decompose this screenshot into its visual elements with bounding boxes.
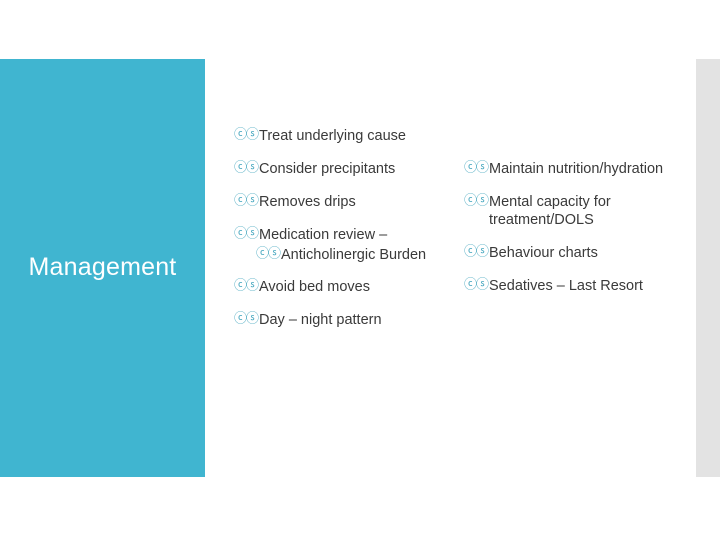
floral-bullet-icon: ⓒⓢ [464,277,489,293]
floral-bullet-icon: ⓒⓢ [464,160,489,176]
floral-bullet-icon: ⓒⓢ [234,160,259,176]
list-item: ⓒⓢ Consider precipitants [234,160,439,179]
floral-bullet-icon: ⓒⓢ [256,246,281,262]
list-item: ⓒⓢ Treat underlying cause [234,128,439,146]
page-title: Management [28,253,177,282]
list-item: ⓒⓢ Mental capacity for treatment/DOLS [464,193,664,230]
list-item-label: Behaviour charts [489,244,598,261]
floral-bullet-icon: ⓒⓢ [234,311,259,327]
list-item-label: Sedatives – Last Resort [489,277,643,294]
floral-bullet-icon: ⓒⓢ [234,278,259,294]
floral-bullet-icon: ⓒⓢ [234,127,259,143]
list-item-label: Avoid bed moves [259,278,370,295]
list-item-label: Mental capacity for treatment/DOLS [489,193,611,228]
list-item-label: Maintain nutrition/hydration [489,161,664,177]
left-column: ⓒⓢ Treat underlying cause ⓒⓢ Consider pr… [234,128,439,345]
list-item: ⓒⓢ Day – night pattern [234,311,439,330]
list-item: ⓒⓢ Maintain nutrition/hydration [464,161,664,179]
list-item-label: Medication review – [259,226,388,243]
list-item-label: Day – night pattern [259,311,382,328]
list-item: ⓒⓢ Sedatives – Last Resort [464,277,664,296]
list-item: ⓒⓢ Medication review – [234,226,439,245]
list-item-sub: ⓒⓢ Anticholinergic Burden [256,246,439,265]
floral-bullet-icon: ⓒⓢ [464,193,489,209]
title-panel: Management [0,59,205,477]
list-item-label: Consider precipitants [259,160,396,177]
list-item: ⓒⓢ Behaviour charts [464,244,664,263]
list-item: ⓒⓢ Removes drips [234,193,439,212]
floral-bullet-icon: ⓒⓢ [464,244,489,260]
floral-bullet-icon: ⓒⓢ [234,226,259,242]
list-item-label: Anticholinergic Burden [281,246,427,263]
floral-bullet-icon: ⓒⓢ [234,193,259,209]
list-item: ⓒⓢ Avoid bed moves [234,278,439,297]
right-column: ⓒⓢ Maintain nutrition/hydration ⓒⓢ Menta… [464,161,664,311]
list-item-label: Removes drips [259,193,356,210]
list-item-label: Treat underlying cause [259,128,406,144]
right-edge-strip [696,59,720,477]
